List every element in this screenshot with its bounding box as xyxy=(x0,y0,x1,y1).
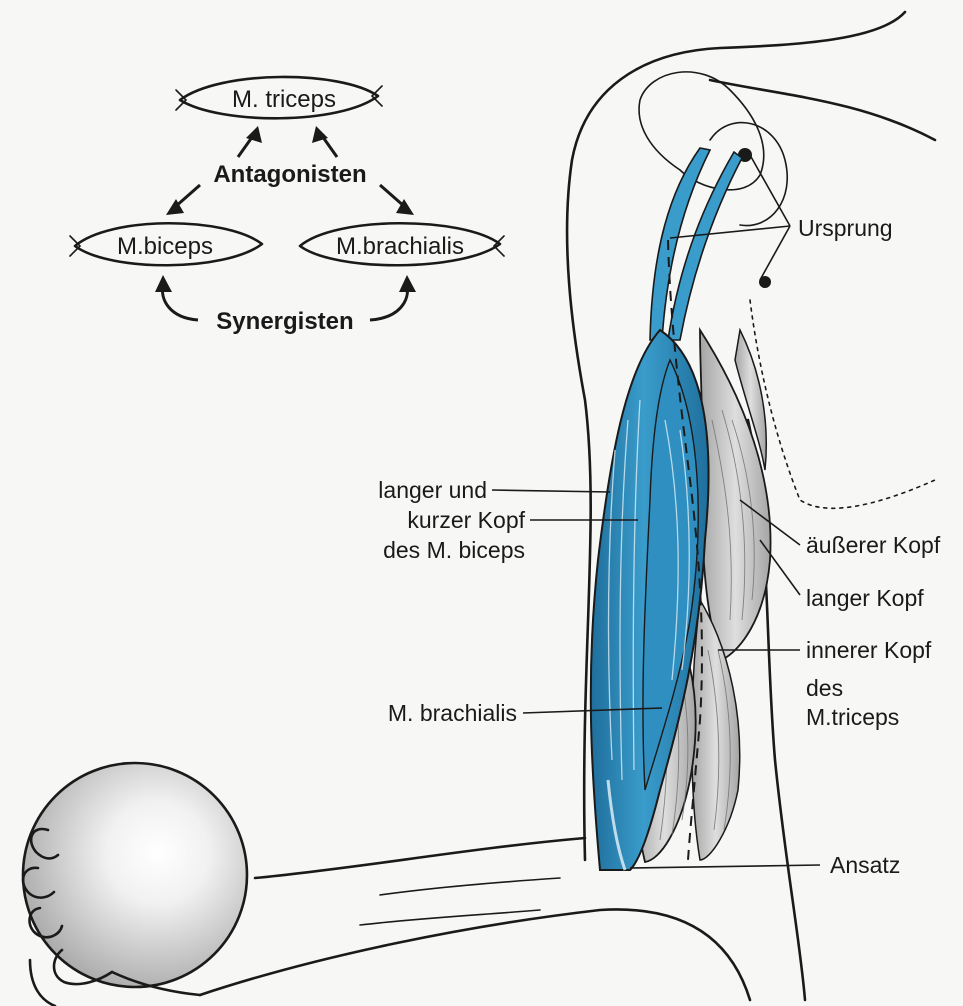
arrow-to-brachialis xyxy=(380,185,405,207)
biceps-heads-line-2: kurzer Kopf xyxy=(407,507,525,533)
brachialis-anatomy-label: M. brachialis xyxy=(388,700,517,726)
antagonists-label: Antagonisten xyxy=(213,161,366,188)
insertion-label: Ansatz xyxy=(830,852,900,878)
relation-diagram: M. triceps Antagonisten M.biceps M.brach… xyxy=(70,77,504,335)
ball xyxy=(23,763,247,987)
long-head-label: langer Kopf xyxy=(806,585,924,611)
leader-origin-long xyxy=(750,155,790,226)
origin-label: Ursprung xyxy=(798,215,893,241)
ball-and-hand xyxy=(23,763,247,1006)
biceps-spindle: M.biceps xyxy=(70,223,262,265)
biceps-label: M.biceps xyxy=(117,233,213,260)
leader-insertion xyxy=(630,865,820,868)
triceps-label: M. triceps xyxy=(232,86,336,113)
upper-forearm-outline xyxy=(255,838,585,878)
biceps-heads-line-3: des M. biceps xyxy=(383,537,525,563)
back-outline xyxy=(710,80,935,140)
triceps-of-line-2: M.triceps xyxy=(806,704,899,730)
scapula-outline xyxy=(750,300,935,508)
triceps-spindle: M. triceps xyxy=(176,77,382,118)
triceps-of-line-1: des xyxy=(806,675,843,701)
triceps-long-head xyxy=(700,330,771,660)
leader-origin-triceps xyxy=(760,226,790,280)
synergists-label: Synergisten xyxy=(216,308,353,335)
biceps-heads-line-1: langer und xyxy=(378,477,487,503)
leader-biceps-long xyxy=(492,490,610,492)
outer-head-label: äußerer Kopf xyxy=(806,532,941,558)
inner-head-label: innerer Kopf xyxy=(806,637,932,663)
leader-origin-short xyxy=(670,226,790,238)
arrowhead-synergist-left xyxy=(155,275,172,292)
acromion-outline xyxy=(639,72,764,190)
brachialis-spindle: M.brachialis xyxy=(300,223,504,265)
brachialis-label: M.brachialis xyxy=(336,233,464,260)
lower-forearm-outline xyxy=(200,909,750,1000)
arrow-to-biceps xyxy=(175,185,200,207)
arrowhead-synergist-right xyxy=(399,275,416,292)
biceps-long-tendon xyxy=(668,152,742,340)
